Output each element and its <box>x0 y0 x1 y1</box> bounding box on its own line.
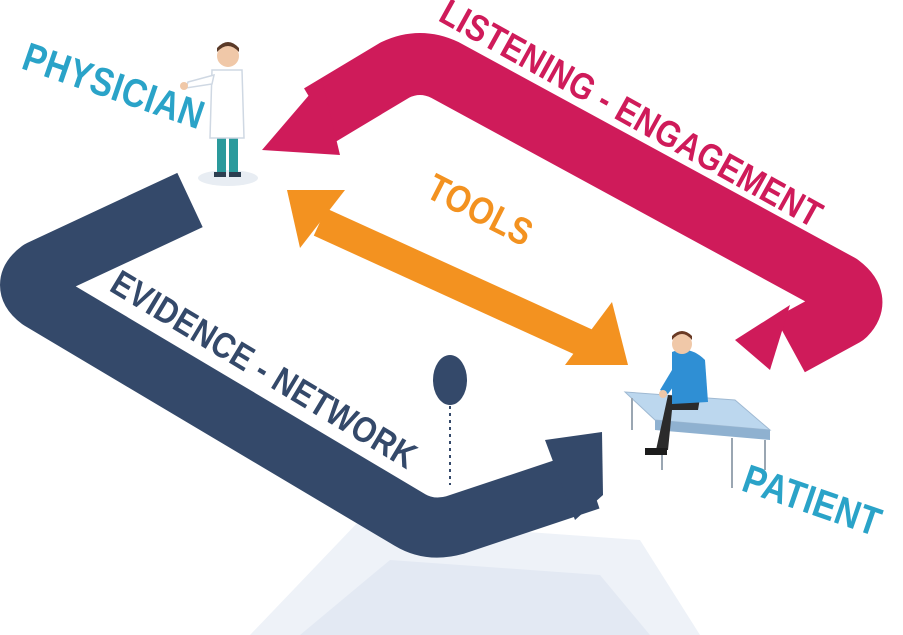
doctor-figure-icon <box>180 42 258 186</box>
exam-bench-icon <box>623 391 772 488</box>
floor-shadow-light <box>300 560 650 635</box>
tools-label: TOOLS <box>420 166 540 255</box>
seated-patient-icon <box>645 331 708 455</box>
location-pin-icon <box>433 355 467 485</box>
tools-arrow <box>287 190 628 365</box>
patient-label: PATIENT <box>737 455 887 544</box>
evidence-network-arrow <box>0 172 603 558</box>
physician-label: PHYSICIAN <box>17 33 210 137</box>
listening-engagement-arrow <box>262 33 883 373</box>
